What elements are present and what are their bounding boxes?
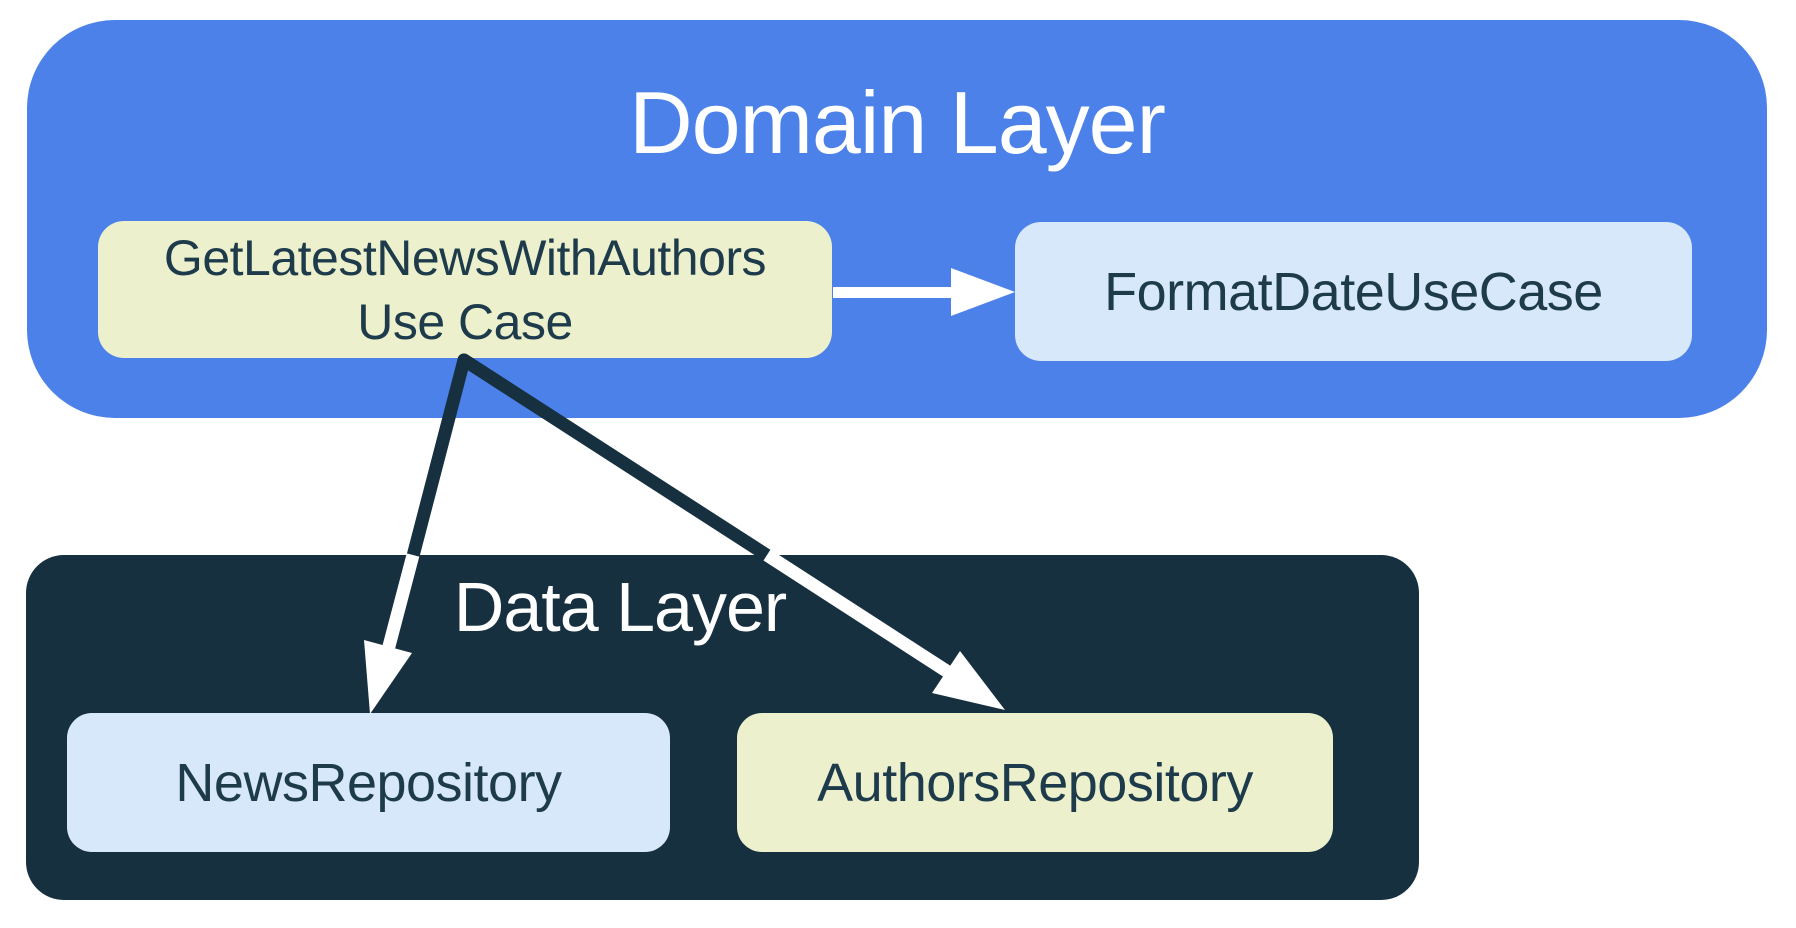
data-layer-box: Data Layer NewsRepository AuthorsReposit… [26, 555, 1419, 900]
get-latest-news-with-authors-use-case-node: GetLatestNewsWithAuthors Use Case [98, 221, 832, 358]
data-layer-title: Data Layer [453, 568, 787, 646]
domain-layer-box: Domain Layer GetLatestNewsWithAuthors Us… [27, 20, 1767, 418]
domain-layer-title: Domain Layer [629, 73, 1166, 172]
format-date-use-case-node: FormatDateUseCase [1015, 222, 1692, 361]
authors-repository-label: AuthorsRepository [817, 752, 1253, 813]
get-latest-news-with-authors-use-case-label: GetLatestNewsWithAuthors Use Case [163, 229, 767, 350]
news-repository-label: NewsRepository [175, 752, 562, 813]
format-date-use-case-label: FormatDateUseCase [1104, 261, 1603, 322]
authors-repository-node: AuthorsRepository [737, 713, 1333, 852]
news-repository-node: NewsRepository [67, 713, 670, 852]
